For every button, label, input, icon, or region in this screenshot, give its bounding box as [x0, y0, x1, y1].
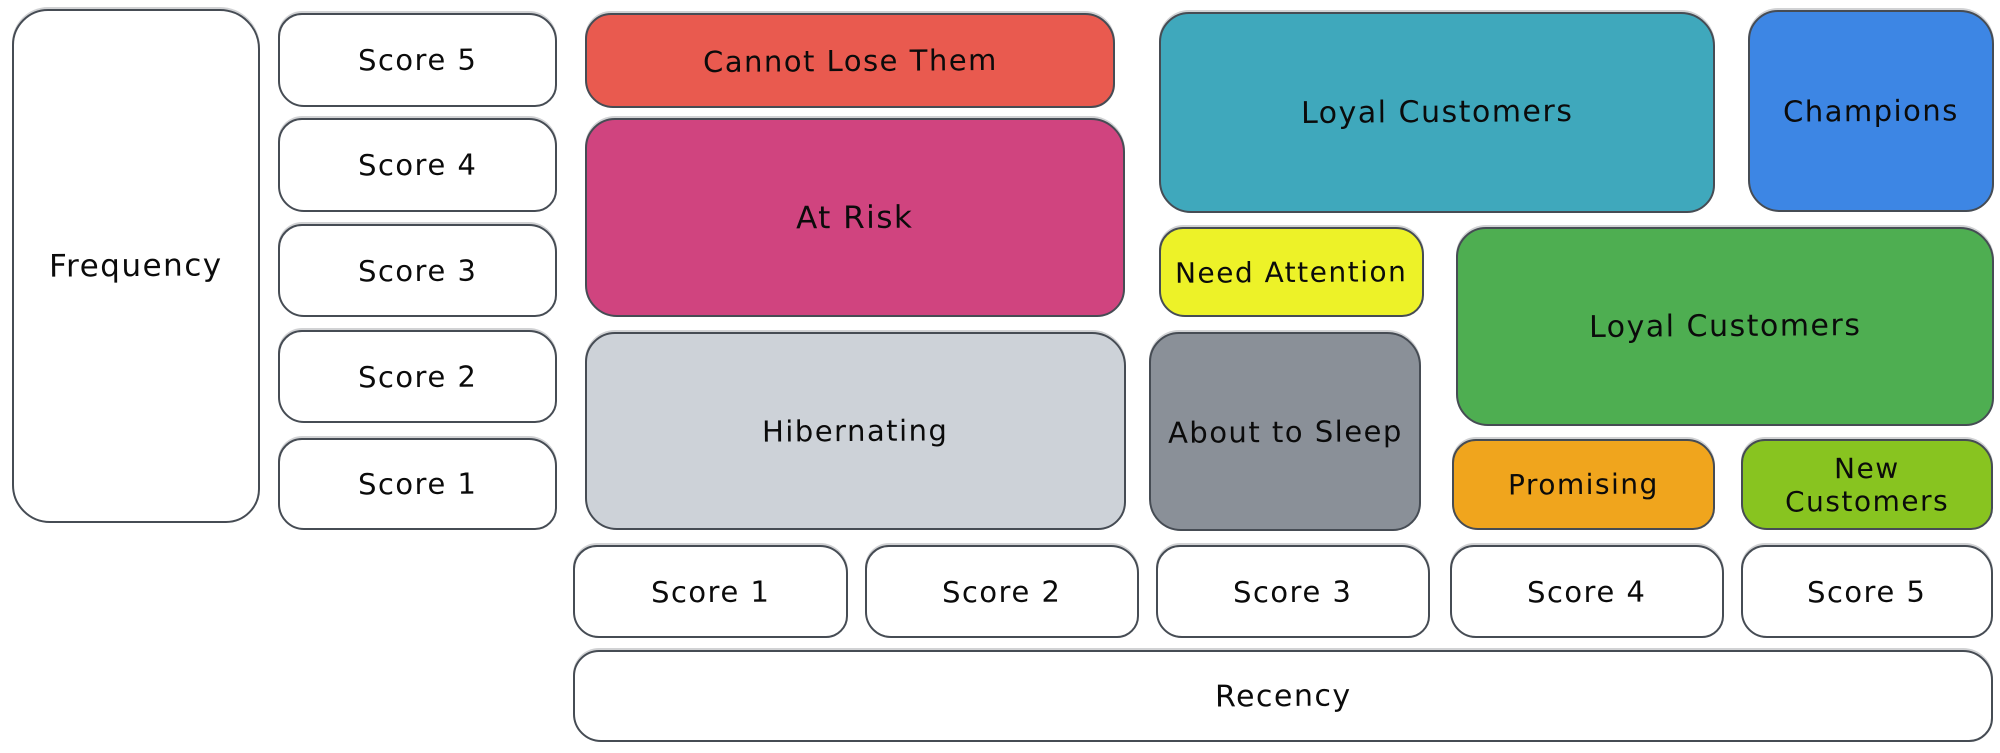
frequency-score-2: Score 2	[278, 330, 557, 423]
segment-loyal-customers-top-text: Loyal Customers	[1300, 94, 1574, 131]
segment-promising-text: Promising	[1507, 467, 1660, 502]
segment-new-customers: New Customers	[1741, 439, 1993, 530]
frequency-score-5: Score 5	[278, 13, 557, 107]
frequency-score-1: Score 1	[278, 438, 557, 530]
frequency-score-3: Score 3	[278, 224, 557, 317]
frequency-score-1-text: Score 1	[357, 466, 478, 502]
frequency-score-4: Score 4	[278, 118, 557, 212]
segment-loyal-customers-top: Loyal Customers	[1159, 12, 1715, 213]
segment-loyal-customers-mid: Loyal Customers	[1456, 227, 1994, 426]
frequency-score-3-text: Score 3	[357, 253, 478, 288]
recency-score-4: Score 4	[1450, 545, 1724, 638]
frequency-axis-label-text: Frequency	[49, 247, 223, 285]
segment-hibernating: Hibernating	[585, 332, 1126, 530]
recency-score-4-text: Score 4	[1527, 574, 1647, 609]
segment-about-to-sleep-text: About to Sleep	[1167, 413, 1403, 450]
segment-promising: Promising	[1452, 439, 1715, 530]
segment-champions-text: Champions	[1782, 93, 1960, 129]
segment-cannot-lose-them: Cannot Lose Them	[585, 13, 1115, 108]
recency-score-2-text: Score 2	[942, 574, 1062, 609]
recency-score-2: Score 2	[865, 545, 1139, 638]
recency-score-1-text: Score 1	[650, 574, 771, 609]
recency-score-3-text: Score 3	[1233, 574, 1353, 609]
segment-at-risk-text: At Risk	[796, 199, 914, 236]
segment-champions: Champions	[1748, 10, 1994, 212]
segment-loyal-customers-mid-text: Loyal Customers	[1588, 308, 1862, 345]
segment-cannot-lose-them-text: Cannot Lose Them	[702, 42, 998, 79]
segment-new-customers-text: New Customers	[1784, 451, 1950, 519]
recency-score-5-text: Score 5	[1807, 574, 1927, 609]
segment-need-attention: Need Attention	[1159, 227, 1424, 317]
segment-hibernating-text: Hibernating	[762, 413, 949, 449]
recency-axis-label-text: Recency	[1214, 678, 1352, 714]
segment-about-to-sleep: About to Sleep	[1149, 332, 1421, 531]
frequency-score-2-text: Score 2	[357, 359, 478, 394]
frequency-score-4-text: Score 4	[357, 147, 478, 183]
segment-at-risk: At Risk	[585, 118, 1125, 317]
recency-score-1: Score 1	[573, 545, 848, 638]
recency-score-5: Score 5	[1741, 545, 1993, 638]
frequency-score-5-text: Score 5	[357, 42, 478, 78]
recency-axis-label: Recency	[573, 650, 1993, 742]
frequency-axis-label: Frequency	[12, 9, 260, 523]
segment-need-attention-text: Need Attention	[1175, 254, 1408, 290]
recency-score-3: Score 3	[1156, 545, 1430, 638]
